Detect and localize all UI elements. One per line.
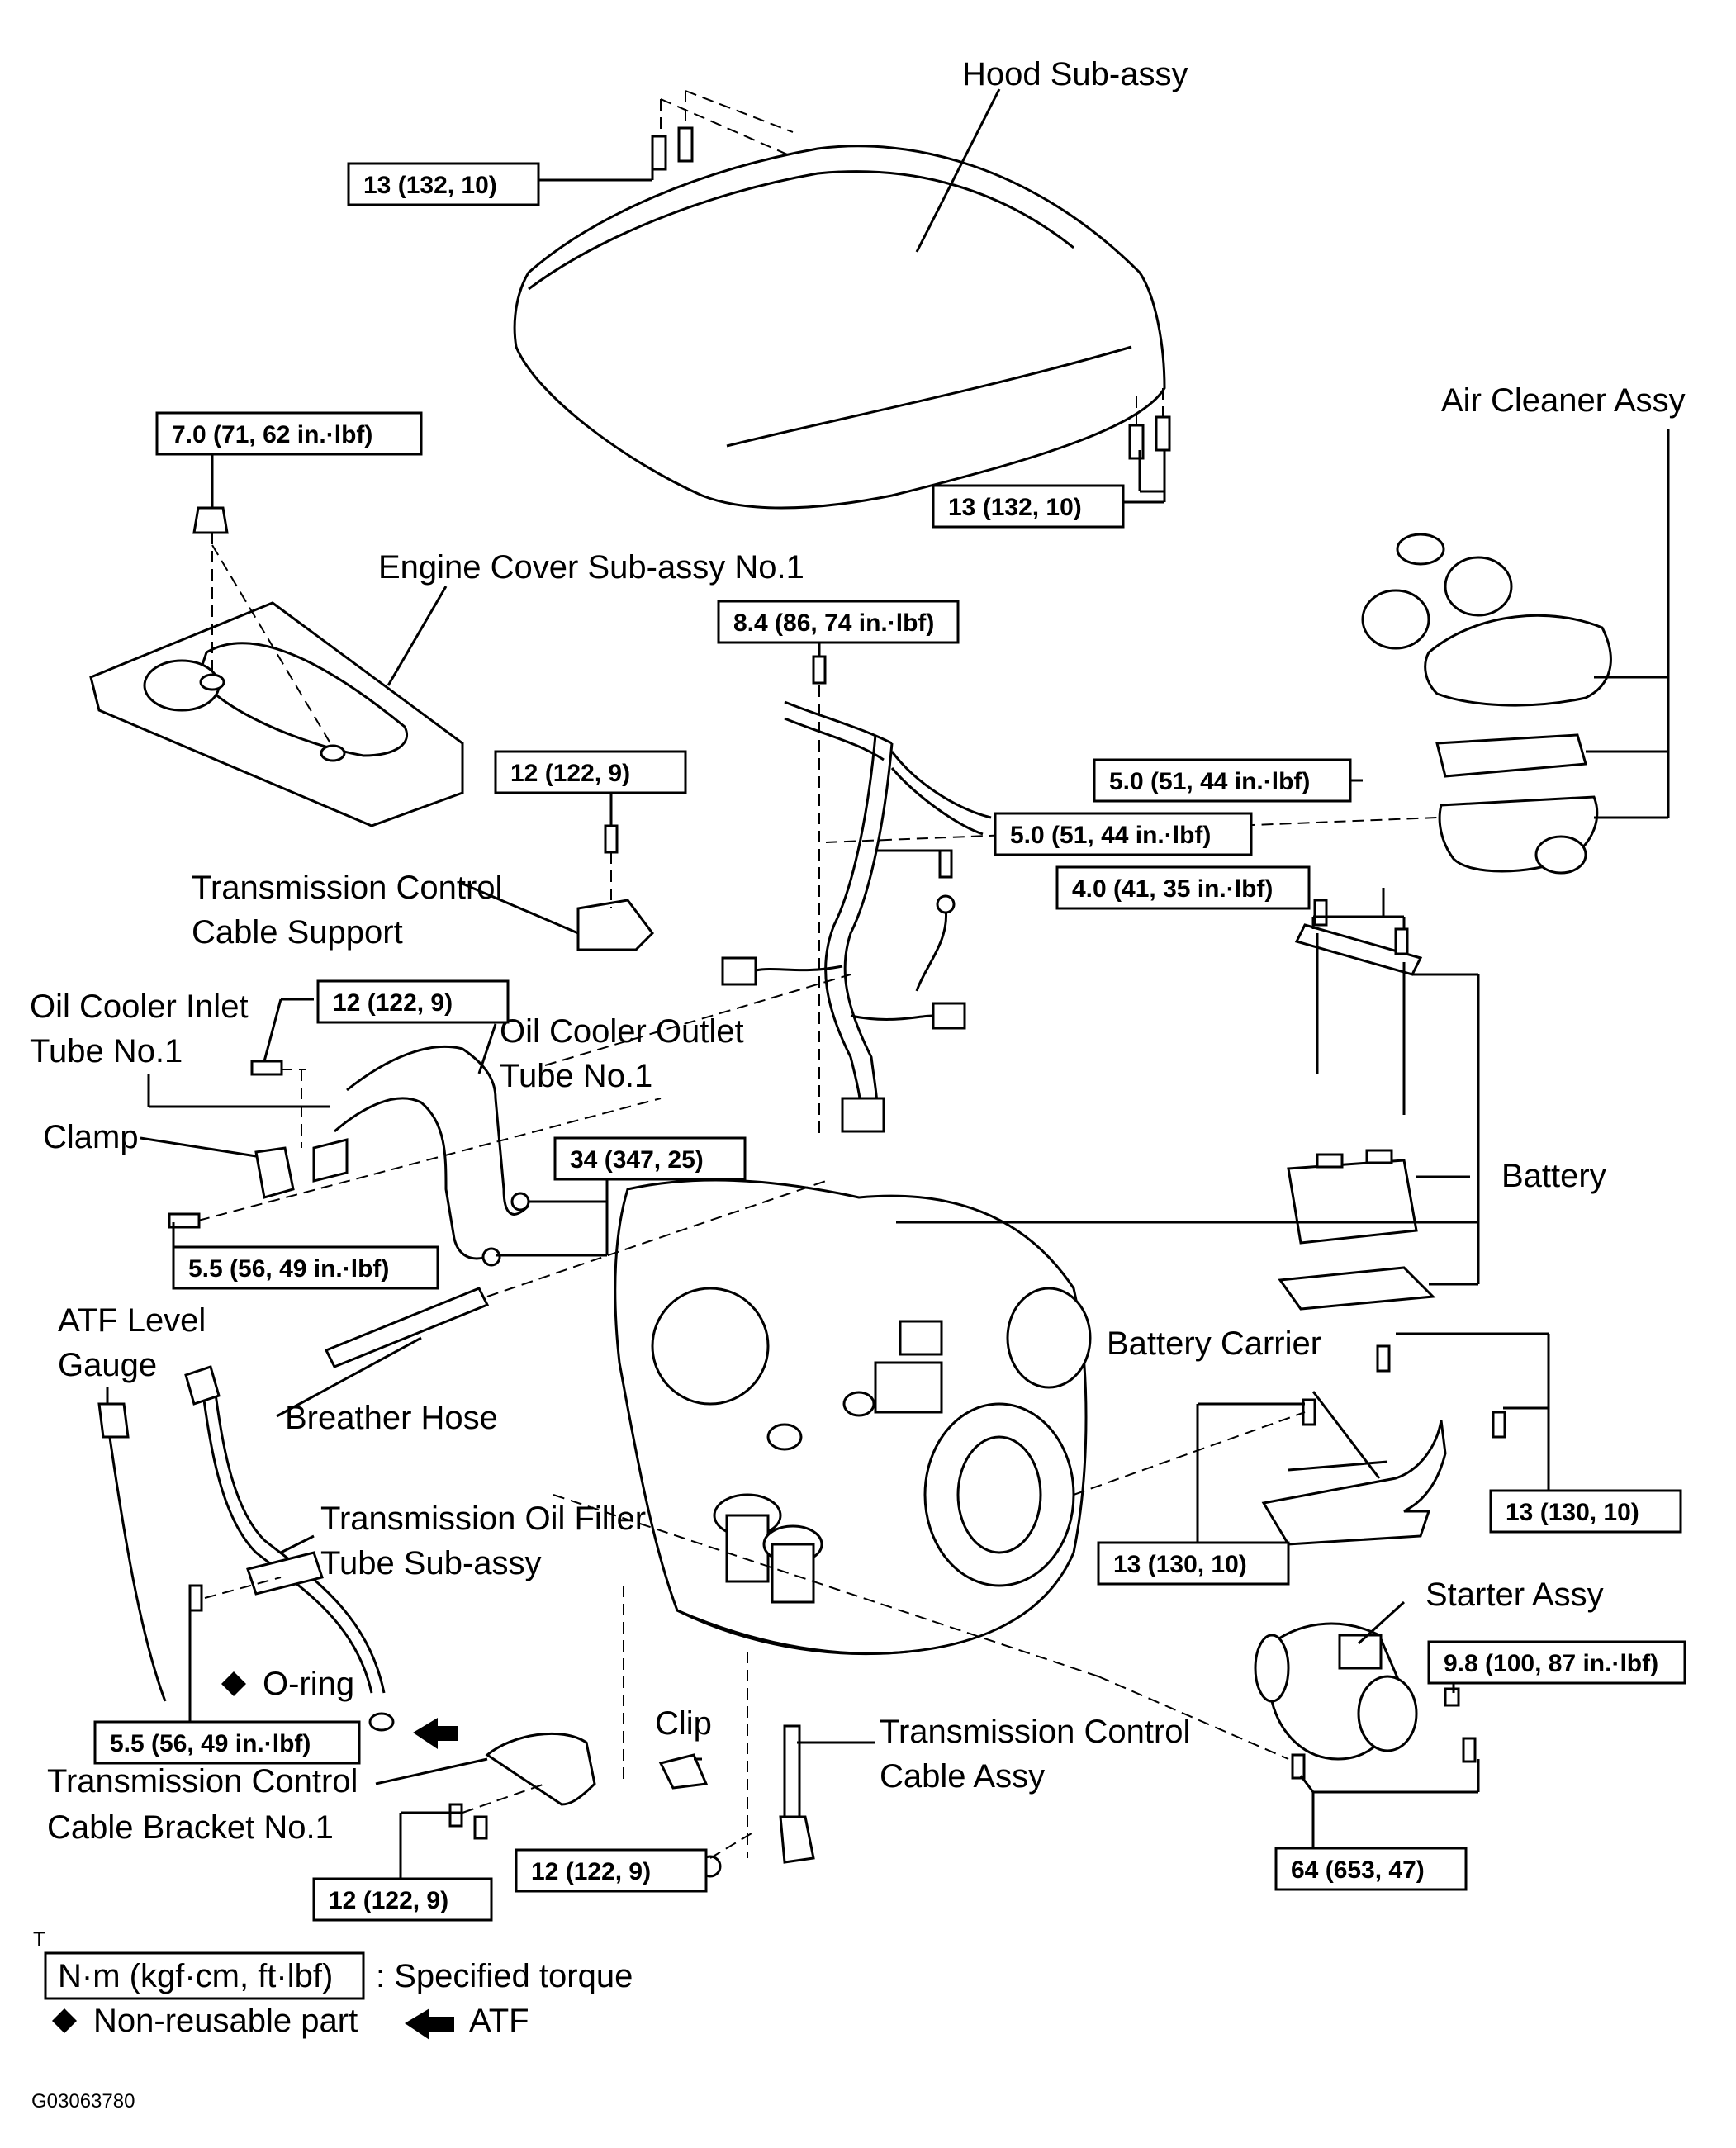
torque-box-air-cleaner: 5.0 (51, 44 in.·lbf) [1093,758,1352,803]
label-filler-tube-1: Transmission Oil Filler [320,1501,646,1537]
wire-harness-illustration [721,655,992,1140]
label-tcc-support-1: Transmission Control [192,870,502,906]
torque-value: 12 (122, 9) [510,760,630,787]
torque-value: 5.0 (51, 44 in.·lbf) [1109,768,1310,795]
alignment-lines [544,817,1438,1760]
torque-value: 12 (122, 9) [333,989,453,1017]
atf-arrow-icon [405,2008,454,2040]
label-air-cleaner: Air Cleaner Assy [1441,382,1686,419]
label-tcc-assy-1: Transmission Control [880,1714,1190,1750]
legend-atf: ATF [469,2003,529,2039]
torque-box-union: 34 (347, 25) [553,1136,747,1181]
torque-box-filler-bolt: 5.5 (56, 49 in.·lbf) [93,1720,361,1765]
torque-box-bracket-bolts: 12 (122, 9) [312,1877,493,1922]
legend-unit-desc: : Specified torque [376,1958,633,1994]
torque-box-carrier-center: 13 (130, 10) [1097,1541,1290,1586]
torque-value: 5.5 (56, 49 in.·lbf) [188,1255,389,1283]
tcc-support-illustration [576,824,654,951]
torque-box-ground: 5.0 (51, 44 in.·lbf) [994,812,1253,856]
label-oil-outlet-2: Tube No.1 [500,1058,652,1094]
atf-gauge-illustration [97,1402,167,1702]
torque-box-support: 12 (122, 9) [494,750,687,794]
label-tcc-support-2: Cable Support [192,914,403,951]
label-hood: Hood Sub-assy [962,56,1188,92]
torque-box-hood-bottom: 13 (132, 10) [932,484,1125,529]
torque-box-clamp-bolt: 5.5 (56, 49 in.·lbf) [172,1245,439,1290]
label-o-ring: O-ring [263,1666,354,1702]
filler-tube-illustration [184,1365,395,1732]
torque-box-hood-top: 13 (132, 10) [347,162,540,206]
battery-carrier-illustration [1261,1344,1506,1546]
legend-non-reusable: Non-reusable part [93,2003,358,2039]
label-oil-inlet-2: Tube No.1 [30,1033,183,1069]
label-battery-carrier: Battery Carrier [1107,1325,1321,1362]
transmission-illustration [614,1178,1092,1656]
label-atf-gauge-1: ATF Level [58,1302,206,1339]
torque-box-battery-clamp: 4.0 (41, 35 in.·lbf) [1055,865,1311,910]
label-engine-cover: Engine Cover Sub-assy No.1 [378,549,804,586]
torque-box-carrier-right: 13 (130, 10) [1489,1489,1682,1534]
label-atf-gauge-2: Gauge [58,1347,157,1383]
torque-value: 13 (132, 10) [363,172,497,199]
breather-hose-illustration [324,1180,827,1368]
label-bracket-2: Cable Bracket No.1 [47,1809,334,1846]
torque-box-starter-bolts: 64 (653, 47) [1274,1847,1468,1891]
torque-value: 5.5 (56, 49 in.·lbf) [110,1730,311,1757]
label-starter: Starter Assy [1425,1577,1604,1613]
torque-value: 12 (122, 9) [531,1858,651,1885]
label-oil-inlet-1: Oil Cooler Inlet [30,989,249,1025]
torque-value: 7.0 (71, 62 in.·lbf) [172,421,372,448]
hood-bolts [651,90,1171,460]
diamond-icon [221,1671,246,1696]
figure-code: G03063780 [31,2090,135,2112]
legend-unit-box: N·m (kgf·cm, ft·lbf) [58,1958,333,1994]
torque-box-harness: 8.4 (86, 74 in.·lbf) [717,600,960,644]
diamond-icon [52,2008,77,2033]
torque-value: 34 (347, 25) [570,1146,704,1174]
label-filler-tube-2: Tube Sub-assy [320,1545,542,1581]
torque-value: 12 (122, 9) [329,1887,448,1914]
torque-value: 5.0 (51, 44 in.·lbf) [1010,822,1211,849]
torque-value: 13 (130, 10) [1113,1551,1247,1578]
legend-marker: T [33,1928,45,1951]
label-bracket-1: Transmission Control [47,1763,358,1799]
hood-illustration [513,145,1166,510]
label-clip: Clip [655,1705,712,1742]
air-cleaner-illustration [1361,533,1612,875]
torque-value: 4.0 (41, 35 in.·lbf) [1072,875,1273,903]
label-clamp: Clamp [43,1119,139,1155]
legend: T N·m (kgf·cm, ft·lbf) : Specified torqu… [33,1928,633,2040]
torque-value: 8.4 (86, 74 in.·lbf) [733,609,934,637]
torque-box-cable-nut: 12 (122, 9) [515,1848,708,1893]
label-oil-outlet-1: Oil Cooler Outlet [500,1013,744,1050]
cable-clip-illustration [658,1652,815,1878]
torque-value: 13 (130, 10) [1506,1499,1639,1526]
torque-value: 64 (653, 47) [1291,1856,1425,1884]
label-tcc-assy-2: Cable Assy [880,1758,1045,1795]
torque-box-inlet-bolt: 12 (122, 9) [316,979,510,1024]
engine-cover-illustration [89,506,464,827]
atf-arrow-icon [413,1718,458,1749]
label-breather-hose: Breather Hose [285,1400,498,1436]
bracket-illustration [448,1586,624,1840]
torque-value: 13 (132, 10) [948,494,1082,521]
torque-box-starter-nut: 9.8 (100, 87 in.·lbf) [1427,1640,1686,1685]
torque-box-engine-cover: 7.0 (71, 62 in.·lbf) [155,411,423,456]
label-battery: Battery [1501,1158,1606,1194]
starter-illustration [1254,1622,1477,1780]
leader-lines [106,88,1670,1785]
oil-cooler-tubes [168,1045,662,1267]
battery-illustration [1278,899,1436,1311]
torque-value: 9.8 (100, 87 in.·lbf) [1444,1650,1658,1677]
